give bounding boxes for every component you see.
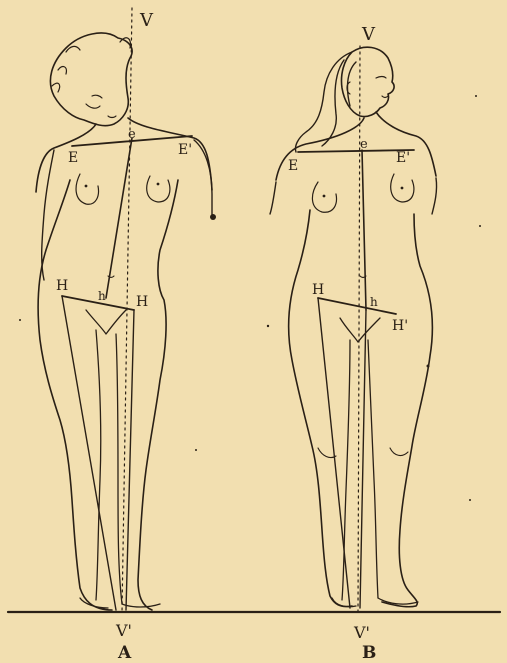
figure-b-shoulder-right-label: E'	[396, 150, 410, 166]
figure-b-neck-label: e	[360, 137, 368, 152]
figure-a-nipple-left	[85, 185, 88, 188]
figure-a-shoulder-left-label: E	[68, 150, 78, 166]
figure-b-shoulder-left-label: E	[288, 158, 298, 174]
figure-a-hand-dot	[210, 214, 216, 220]
figure-b-nipple-right	[401, 187, 404, 190]
figure-a-hip-right-label: H	[136, 294, 148, 310]
figure-a-hip-mid-label: h	[98, 289, 106, 303]
figure-b-hip-left-label: H	[312, 282, 324, 298]
figure-b-caption: B	[362, 643, 376, 663]
figure-a-caption: A	[117, 643, 132, 663]
figure-a-nipple-right	[157, 183, 160, 186]
figure-b-bottom-mark: V'	[353, 623, 370, 642]
figure-b-top-mark: V	[361, 24, 376, 45]
figure-a-neck-label: e	[128, 127, 136, 142]
figure-b-hip-right-label: H'	[392, 318, 408, 334]
figure-a-hip-left-label: H	[56, 278, 68, 294]
figure-a-top-mark: V	[139, 10, 154, 31]
figure-a-bottom-mark: V'	[115, 621, 132, 640]
figure-b-nipple-left	[323, 195, 326, 198]
figure-b-hip-mid-label: h	[370, 295, 378, 309]
figure-a-shoulder-right-label: E'	[178, 142, 192, 158]
